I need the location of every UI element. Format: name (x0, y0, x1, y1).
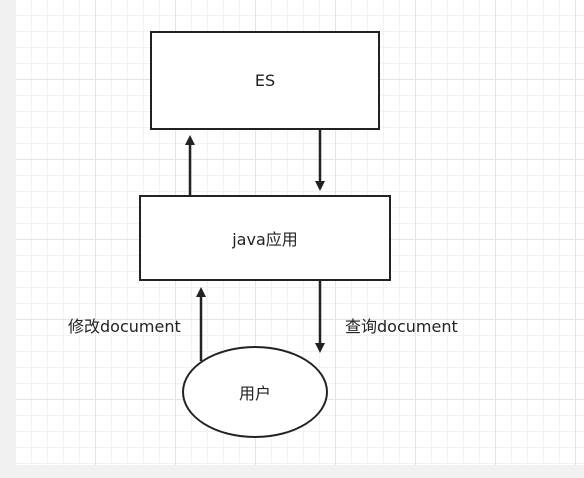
query-document-label: 查询document (345, 317, 458, 336)
java-app-node: java应用 (139, 195, 391, 281)
user-node: 用户 (182, 346, 328, 438)
es-node: ES (150, 31, 380, 130)
es-node-label: ES (254, 71, 276, 90)
modify-document-label: 修改document (68, 317, 181, 336)
user-node-label: 用户 (238, 384, 271, 403)
java-app-node-label: java应用 (232, 230, 298, 249)
